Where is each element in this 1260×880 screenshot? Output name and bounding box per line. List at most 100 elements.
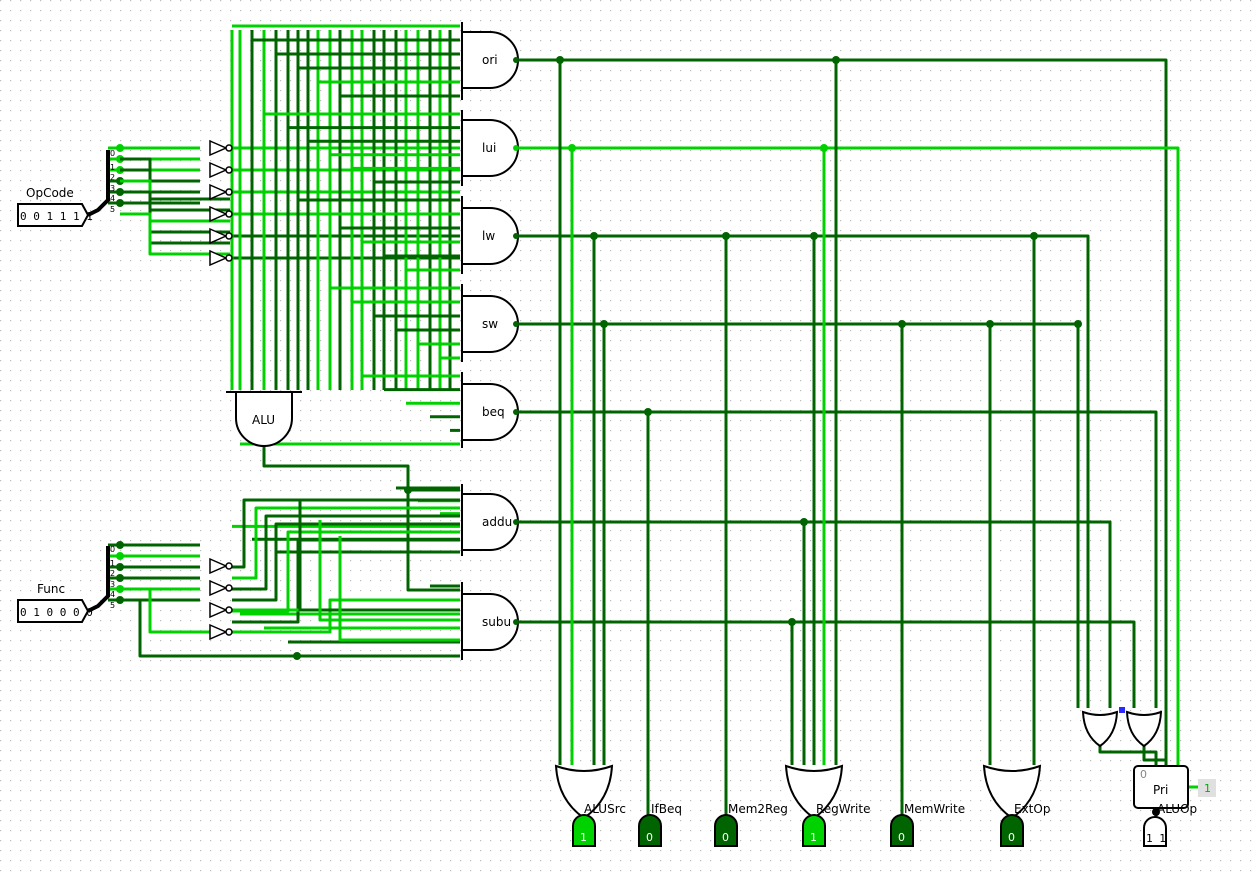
- func-splitter: 0 1 2 3 4 5: [87, 545, 115, 613]
- and-gate-label: ori: [482, 53, 498, 67]
- gate-output-dot: [513, 409, 519, 415]
- output-label-memwrite: MemWrite: [904, 802, 965, 816]
- output-label-regwrite: RegWrite: [816, 802, 870, 816]
- aluop-output-pin[interactable]: 1 1: [1143, 816, 1167, 847]
- wire-junction: [116, 563, 124, 571]
- output-pin-value: 1: [810, 831, 817, 844]
- output-label-extop: ExtOp: [1014, 802, 1050, 816]
- svg-text:1: 1: [110, 163, 115, 172]
- output-label-ifbeq: IfBeq: [651, 802, 682, 816]
- wire-junction: [404, 486, 412, 494]
- wire-junction: [1074, 320, 1082, 328]
- opcode-input[interactable]: 0 0 1 1 1 1: [17, 203, 93, 227]
- wire: [232, 538, 460, 624]
- svg-text:3: 3: [110, 580, 115, 589]
- and-gate-sw[interactable]: sw: [461, 284, 519, 362]
- not-gate[interactable]: [209, 579, 233, 597]
- wire: [232, 598, 460, 634]
- wire: [232, 506, 460, 580]
- output-pin-layer: 1 0 0 1 0 0: [572, 814, 1024, 847]
- pri-label: Pri: [1153, 783, 1168, 797]
- wire: [232, 498, 460, 569]
- and-gate-label: lui: [482, 141, 496, 155]
- gate-output-dot: [513, 57, 519, 63]
- svg-text:4: 4: [110, 590, 115, 599]
- output-pin-alusrc[interactable]: 1: [572, 814, 596, 847]
- and-gate-label: sw: [482, 317, 498, 331]
- output-label-aluop: ALUOp: [1157, 802, 1197, 816]
- alu-and-gate[interactable]: ALU: [226, 391, 302, 447]
- output-pin-value: 0: [1008, 831, 1015, 844]
- not-gate[interactable]: [209, 249, 233, 267]
- func-label: Func: [37, 582, 65, 596]
- pri-out-value: 1: [1204, 782, 1211, 795]
- aluop-value: 1 1: [1146, 832, 1166, 845]
- wire: [318, 520, 460, 622]
- wire: [232, 522, 460, 602]
- wire: [516, 620, 1136, 708]
- wire: [262, 446, 460, 592]
- aluop-or-gate-2[interactable]: [1125, 710, 1163, 748]
- not-gate[interactable]: [209, 161, 233, 179]
- output-pin-ifbeq[interactable]: 0: [638, 814, 662, 847]
- output-pin-value: 0: [898, 831, 905, 844]
- gate-output-dot: [513, 233, 519, 239]
- not-gate[interactable]: [209, 601, 233, 619]
- svg-text:5: 5: [110, 601, 115, 610]
- not-gate[interactable]: [209, 205, 233, 223]
- and-gate-ori[interactable]: ori: [461, 22, 519, 100]
- wire: [1142, 746, 1166, 762]
- svg-text:5: 5: [110, 205, 115, 214]
- not-gate[interactable]: [209, 139, 233, 157]
- output-pin-value: 0: [722, 831, 729, 844]
- alu-gate-label: ALU: [252, 413, 275, 427]
- wire-junction: [116, 552, 124, 560]
- output-pin-extop[interactable]: 0: [1000, 814, 1024, 847]
- and-gate-layer: ori lui lw sw beq addu subu: [461, 22, 519, 660]
- wire: [298, 500, 460, 612]
- wire-junction: [116, 144, 124, 152]
- func-value: 0 1 0 0 0 0: [20, 606, 93, 619]
- and-gate-subu[interactable]: subu: [461, 582, 519, 660]
- wire-junction: [116, 596, 124, 604]
- func-input[interactable]: 0 1 0 0 0 0: [17, 599, 93, 623]
- wire: [120, 212, 230, 256]
- and-gate-beq[interactable]: beq: [461, 372, 519, 448]
- not-gate[interactable]: [209, 183, 233, 201]
- output-pin-value: 0: [646, 831, 653, 844]
- and-gate-label: subu: [482, 615, 511, 629]
- svg-text:2: 2: [110, 173, 115, 182]
- output-pin-mem2reg[interactable]: 0: [714, 814, 738, 847]
- and-gate-label: beq: [482, 405, 505, 419]
- not-gate[interactable]: [209, 623, 233, 641]
- and-gate-addu[interactable]: addu: [461, 484, 519, 556]
- wire: [338, 536, 460, 642]
- wire: [232, 514, 460, 591]
- output-pin-regwrite[interactable]: 1: [802, 814, 826, 847]
- wire-junction: [116, 574, 124, 582]
- and-gate-label: addu: [482, 515, 512, 529]
- and-gate-lui[interactable]: lui: [461, 110, 519, 186]
- output-pin-value: 1: [580, 831, 587, 844]
- wire-junction: [1152, 808, 1160, 816]
- wire: [148, 589, 212, 634]
- priority-encoder[interactable]: 0 Pri 1: [1133, 765, 1216, 809]
- output-label-alusrc: ALUSrc: [584, 802, 626, 816]
- not-gate[interactable]: [209, 557, 233, 575]
- or-gate-regwrite[interactable]: [784, 764, 844, 820]
- and-gate-label: lw: [482, 229, 495, 243]
- opcode-value: 0 0 1 1 1 1: [20, 210, 93, 223]
- wire-junction: [293, 652, 301, 660]
- not-gate[interactable]: [209, 227, 233, 245]
- wire: [516, 322, 1080, 708]
- output-pin-memwrite[interactable]: 0: [890, 814, 914, 847]
- opcode-splitter: 0 1 2 3 4 5: [87, 149, 115, 217]
- wire: [516, 520, 1112, 708]
- or-gate-alusrc[interactable]: [554, 764, 614, 820]
- and-gate-lw[interactable]: lw: [461, 196, 519, 274]
- gate-output-dot: [513, 519, 519, 525]
- or-gate-extop[interactable]: [982, 764, 1042, 820]
- aluop-or-gate-1[interactable]: [1081, 710, 1119, 748]
